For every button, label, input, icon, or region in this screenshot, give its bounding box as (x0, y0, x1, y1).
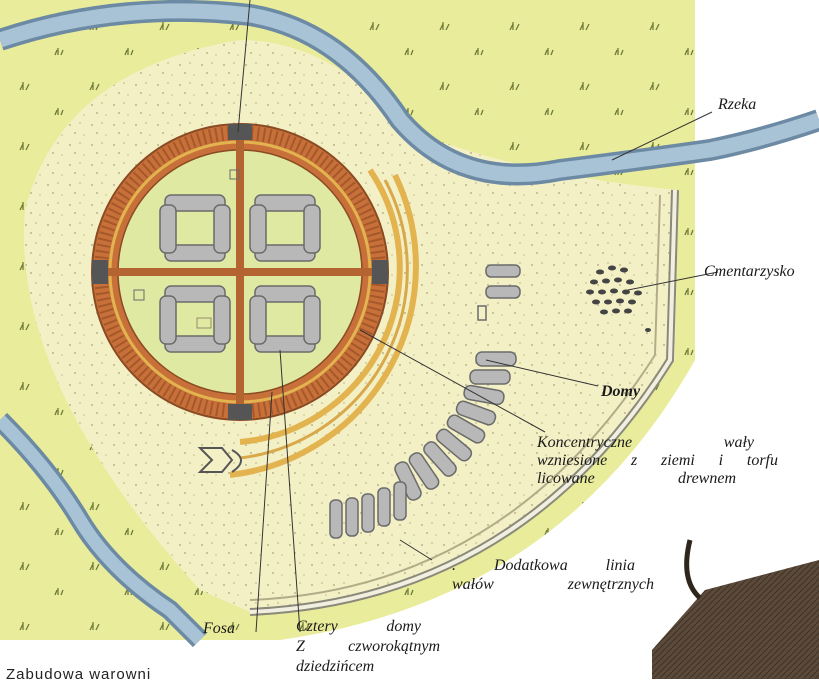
gate-north (228, 124, 252, 140)
label-river: Rzeka (718, 96, 756, 114)
gate-west (92, 260, 108, 284)
gate-south (228, 404, 252, 420)
label-four-houses-line1: Cztery domy (296, 618, 421, 636)
label-ramparts-line1: Koncentryczne wały (537, 434, 754, 452)
label-houses: Domy (601, 383, 640, 401)
gate-east (372, 260, 388, 284)
ring-fort (92, 124, 388, 420)
label-outer-line2: wałów zewnętrznych (452, 576, 654, 594)
caption: Zabudowa warowni (6, 666, 151, 683)
label-cemetery: Cmentarzysko (704, 263, 795, 281)
label-moat: Fosa (203, 620, 235, 638)
label-ramparts-line2: wzniesione z ziemi i torfu (537, 452, 778, 470)
label-ramparts-line3: licowane drewnem (537, 470, 736, 488)
label-outer-line1: . Dodatkowa linia (452, 557, 635, 575)
label-four-houses-line2: Z czworokątnym (296, 638, 440, 656)
label-four-houses-line3: dziedzińcem (296, 658, 374, 676)
